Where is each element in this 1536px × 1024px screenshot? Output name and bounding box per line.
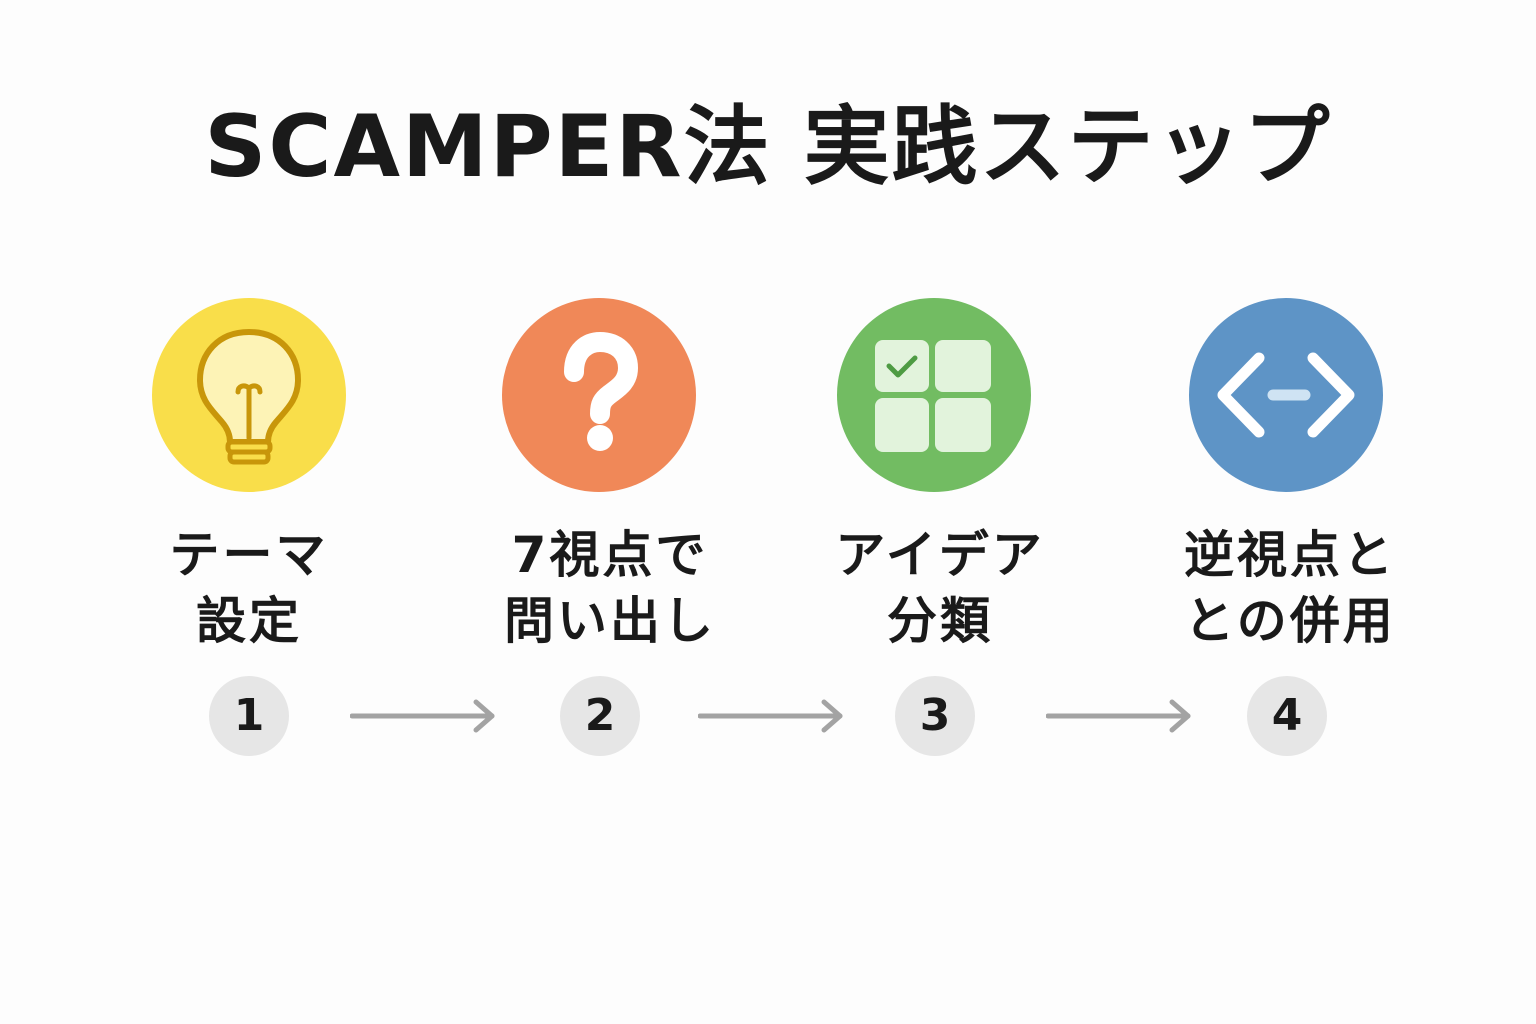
step-2-label-line1: 7視点で <box>511 526 709 584</box>
step-4-label-line2: との併用 <box>1184 592 1396 650</box>
step-1-number-badge: 1 <box>209 676 289 756</box>
step-2-label-line2: 問い出し <box>504 592 716 650</box>
step-1-label-line2: 設定 <box>196 592 302 650</box>
arrow-right-icon <box>697 698 848 734</box>
step-3-number-badge: 3 <box>895 676 975 756</box>
step-3-label: アイデア 分類 <box>790 522 1090 654</box>
reverse-arrows-icon <box>1217 352 1355 438</box>
step-2-icon-circle <box>502 298 696 492</box>
page-title: SCAMPER法 実践ステップ <box>204 97 1332 197</box>
step-2-number-badge: 2 <box>560 676 640 756</box>
grid-checklist-icon <box>875 340 991 452</box>
question-mark-icon <box>564 332 638 451</box>
step-3-label-line1: アイデア <box>835 526 1045 584</box>
arrow-right-icon <box>349 698 500 734</box>
lightbulb-icon <box>196 328 302 465</box>
step-1-label: テーマ 設定 <box>99 522 399 654</box>
step-4-label-line1: 逆視点と <box>1184 526 1396 584</box>
step-4-label: 逆視点と との併用 <box>1140 522 1440 654</box>
step-1-label-line1: テーマ <box>169 526 329 584</box>
step-4-number-badge: 4 <box>1247 676 1327 756</box>
step-3-icon-circle <box>837 298 1031 492</box>
step-4-icon-circle <box>1189 298 1383 492</box>
step-2-label: 7視点で 問い出し <box>460 522 760 654</box>
step-3-label-line2: 分類 <box>887 592 993 650</box>
step-1-icon-circle <box>152 298 346 492</box>
arrow-right-icon <box>1045 698 1196 734</box>
